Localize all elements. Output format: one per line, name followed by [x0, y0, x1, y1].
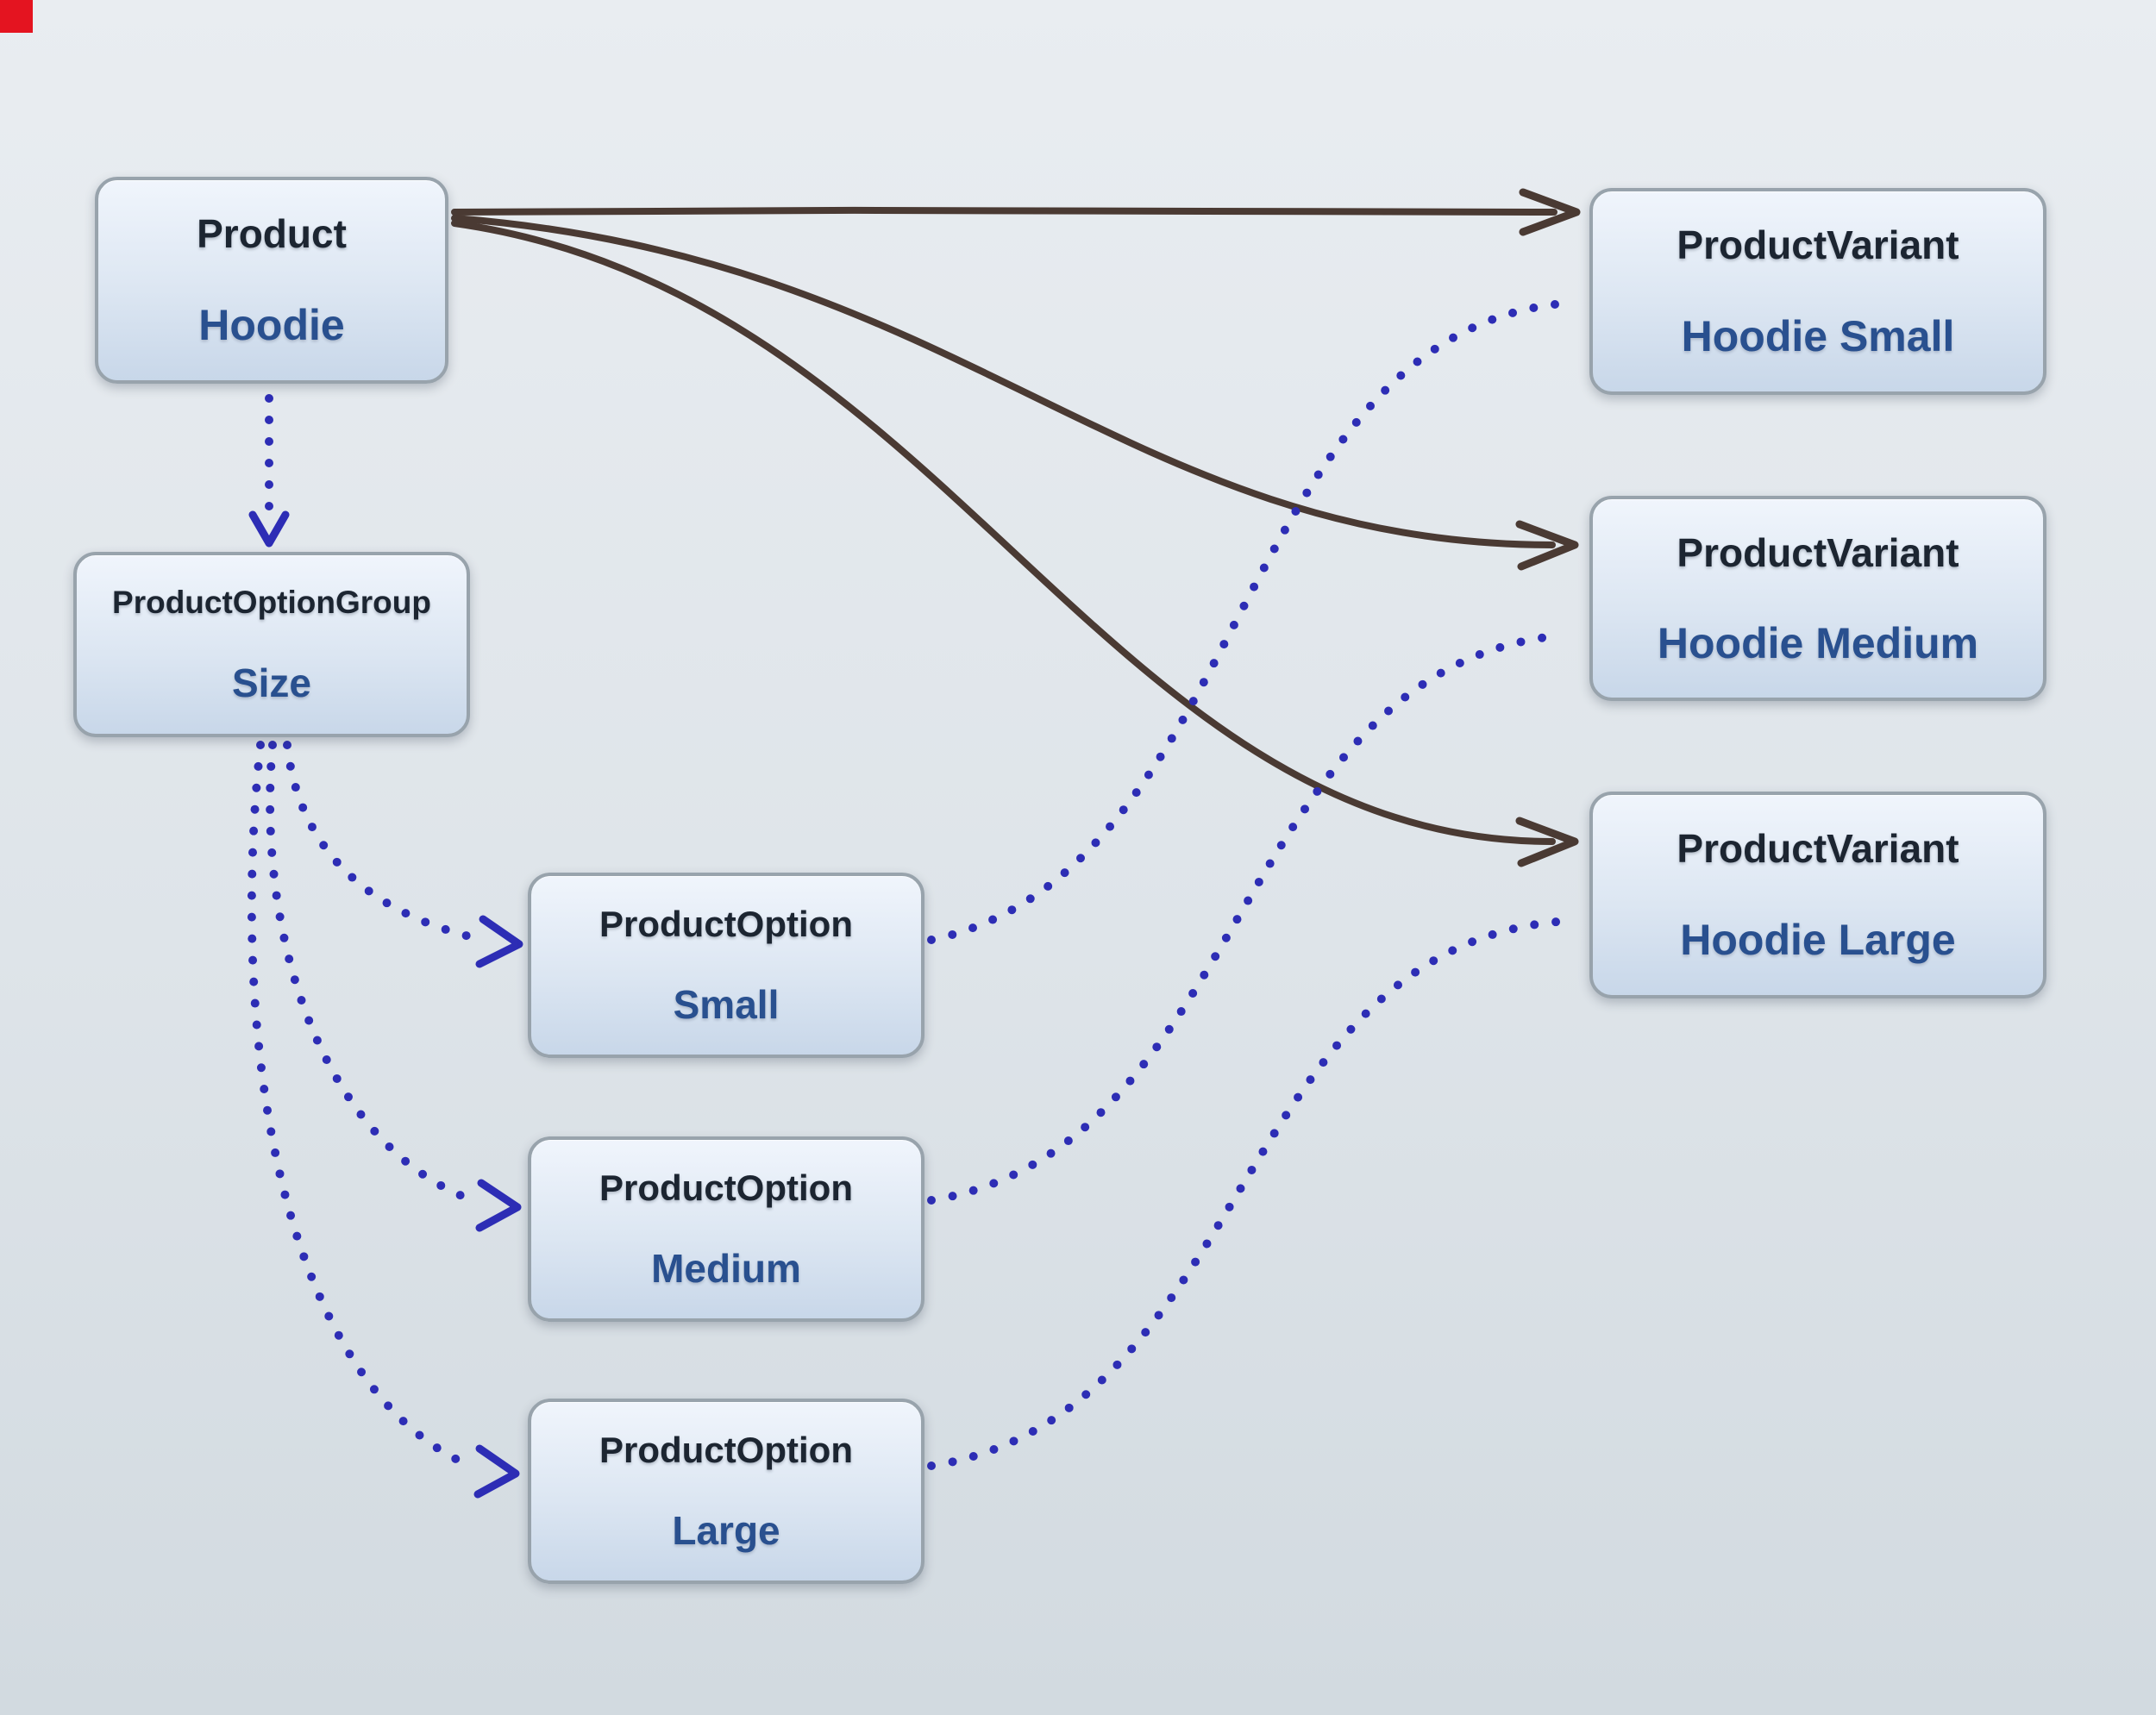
- node-variant-large-type: ProductVariant: [1677, 826, 1959, 871]
- node-product-variant-medium: ProductVariant Hoodie Medium: [1589, 496, 2046, 701]
- node-product-option-small: ProductOption Small: [528, 873, 924, 1058]
- arrowhead-product-to-variant-small: [1519, 188, 1581, 236]
- node-option-medium-type: ProductOption: [599, 1167, 853, 1208]
- node-product-option-group: ProductOptionGroup Size: [73, 552, 470, 737]
- arrowhead-group-to-option-medium: [475, 1179, 522, 1232]
- node-product-variant-large: ProductVariant Hoodie Large: [1589, 792, 2046, 998]
- node-product: Product Hoodie: [95, 177, 448, 384]
- arrowhead-group-to-option-large: [473, 1444, 520, 1499]
- node-option-small-type: ProductOption: [599, 903, 853, 944]
- node-option-medium-value: Medium: [651, 1246, 801, 1292]
- edge-option-large-to-variant-large: [927, 917, 1562, 1470]
- corner-marker: [0, 0, 33, 33]
- node-product-option-large: ProductOption Large: [528, 1399, 924, 1584]
- node-option-group-type: ProductOptionGroup: [112, 585, 431, 620]
- arrowhead-product-to-variant-large: [1515, 817, 1579, 867]
- edge-product-to-variant-small: [451, 206, 1557, 216]
- node-variant-small-value: Hoodie Small: [1681, 312, 1955, 360]
- edge-option-medium-to-variant-medium: [927, 631, 1565, 1205]
- node-variant-medium-type: ProductVariant: [1677, 529, 1959, 575]
- node-option-large-type: ProductOption: [599, 1429, 853, 1470]
- node-option-small-value: Small: [673, 982, 780, 1028]
- arrowhead-group-to-option-small: [475, 915, 523, 968]
- edge-group-to-option-medium: [266, 741, 482, 1206]
- edge-group-to-option-small: [283, 741, 480, 942]
- arrowhead-product-to-variant-medium: [1515, 520, 1579, 571]
- node-product-type: Product: [197, 211, 347, 256]
- edge-product-to-variant-large: [451, 220, 1556, 845]
- node-product-option-medium: ProductOption Medium: [528, 1136, 924, 1322]
- edge-product-to-variant-medium: [451, 215, 1556, 548]
- node-variant-small-type: ProductVariant: [1677, 222, 1959, 267]
- edge-option-small-to-variant-small: [927, 299, 1567, 944]
- node-option-group-value: Size: [231, 660, 312, 705]
- node-product-value: Hoodie: [198, 301, 345, 349]
- node-option-large-value: Large: [672, 1508, 780, 1554]
- node-variant-medium-value: Hoodie Medium: [1657, 618, 1979, 667]
- node-product-variant-small: ProductVariant Hoodie Small: [1589, 188, 2046, 395]
- edge-group-to-option-large: [247, 741, 479, 1472]
- arrowhead-product-to-option-group: [248, 510, 290, 548]
- node-variant-large-value: Hoodie Large: [1680, 916, 1956, 964]
